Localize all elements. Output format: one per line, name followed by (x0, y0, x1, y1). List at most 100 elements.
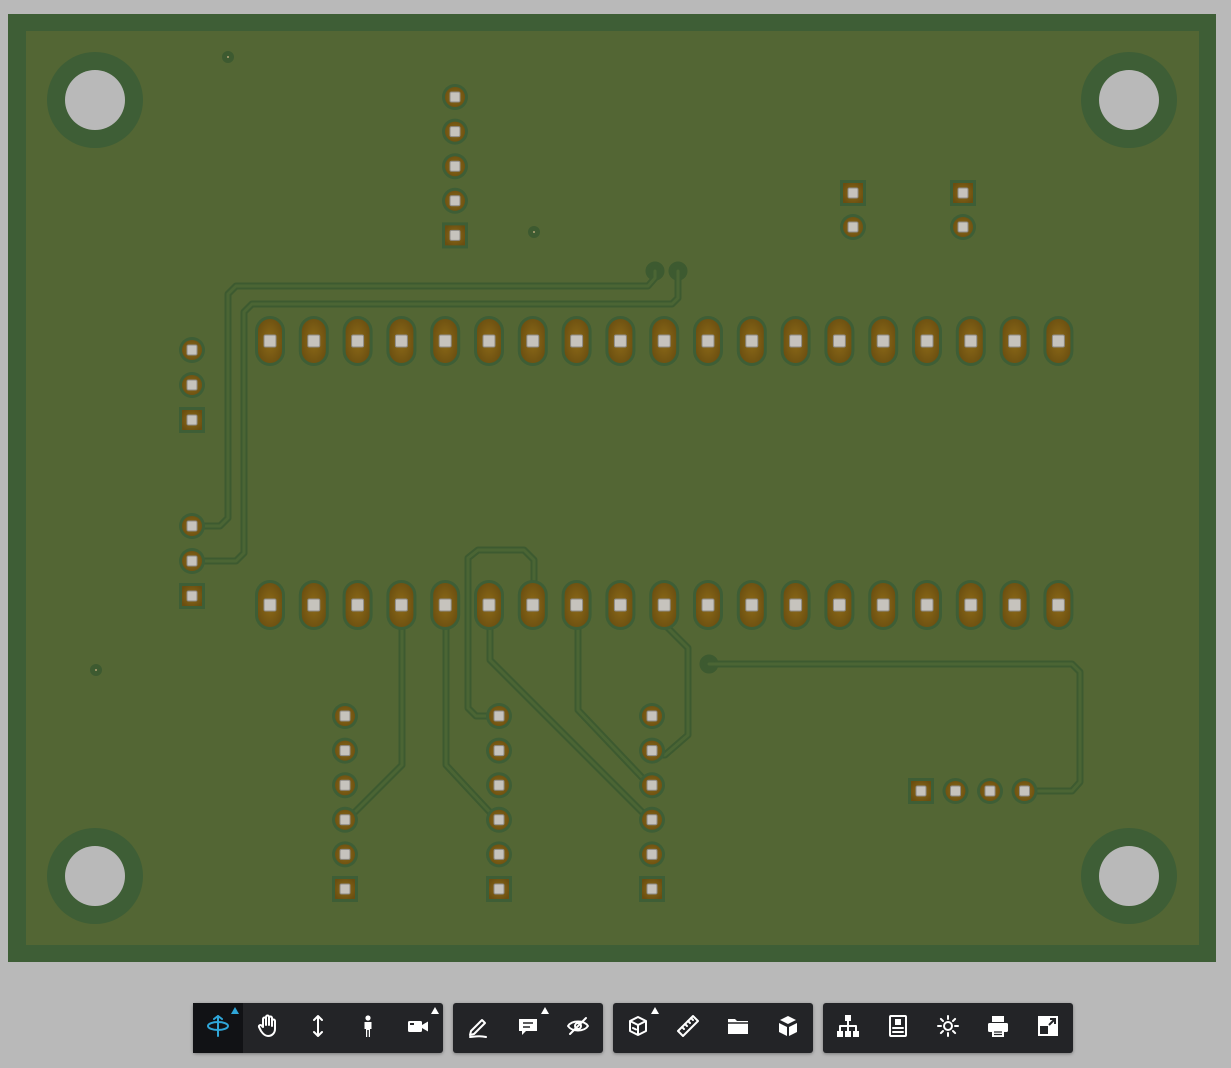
pan-hand-icon (255, 1013, 281, 1043)
pad (977, 778, 1003, 804)
hide-button[interactable] (553, 1003, 603, 1053)
folder-button[interactable] (713, 1003, 763, 1053)
first-person-button[interactable] (343, 1003, 393, 1053)
flyout-indicator-icon (431, 1007, 439, 1014)
properties-button[interactable] (873, 1003, 923, 1053)
pin-pad (912, 316, 942, 366)
pin-pad (736, 316, 767, 366)
pin-pad (561, 316, 592, 366)
pin-pad (693, 580, 723, 630)
pad (840, 214, 866, 240)
fiducial (528, 226, 540, 238)
pin-pad (430, 316, 461, 366)
video-camera-icon (405, 1013, 431, 1043)
measure-button[interactable] (663, 1003, 713, 1053)
pad (442, 187, 468, 214)
pin-pad (736, 580, 767, 630)
pan-button[interactable] (243, 1003, 293, 1053)
gear-icon (935, 1013, 961, 1043)
pin-pad (386, 316, 417, 366)
pin-pad (298, 316, 329, 366)
flyout-indicator-icon (231, 1007, 239, 1014)
copper-trace-core (466, 548, 536, 718)
print-button[interactable] (973, 1003, 1023, 1053)
comment-icon (515, 1013, 541, 1043)
pin-pad (1043, 580, 1074, 630)
pad (908, 778, 934, 804)
pin-pad (517, 316, 548, 366)
zoom-button[interactable] (293, 1003, 343, 1053)
pad (332, 841, 358, 868)
eye-hidden-icon (565, 1013, 591, 1043)
zoom-arrows-icon (305, 1013, 331, 1043)
pin-pad (824, 580, 855, 630)
pad (639, 806, 665, 833)
pin-pad (824, 316, 855, 366)
pin-pad (868, 316, 899, 366)
pad (639, 737, 665, 764)
fullscreen-button[interactable] (1023, 1003, 1073, 1053)
pin-pad (780, 316, 811, 366)
copper-trace-core (444, 603, 501, 824)
pad (179, 513, 205, 539)
pad (332, 806, 358, 833)
pin-pad (605, 580, 636, 630)
model-browser-button[interactable] (823, 1003, 873, 1053)
pad (442, 84, 468, 110)
section-button[interactable] (613, 1003, 663, 1053)
pad (486, 841, 512, 868)
viewer-toolbar (193, 1003, 1073, 1053)
pin-pad (255, 580, 285, 630)
markup-tools (453, 1003, 603, 1053)
copper-trace-core (190, 269, 680, 563)
pad (332, 772, 358, 799)
pin-pad (999, 316, 1030, 366)
pin-pad (298, 580, 329, 630)
pad (332, 876, 358, 902)
pin-pad (955, 316, 986, 366)
pin-pad (386, 580, 417, 630)
pad (950, 214, 976, 240)
pin-pad (955, 580, 986, 630)
copper-trace-core (190, 269, 657, 528)
pin-pad (561, 580, 592, 630)
pad (639, 703, 665, 729)
pin-pad (649, 580, 680, 630)
orbit-button[interactable] (193, 1003, 243, 1053)
camera-button[interactable] (393, 1003, 443, 1053)
pad (486, 772, 512, 799)
fiducial (90, 664, 102, 676)
ruler-icon (675, 1013, 701, 1043)
pad (486, 806, 512, 833)
analysis-tools (613, 1003, 813, 1053)
pad (179, 372, 205, 398)
person-icon (355, 1013, 381, 1043)
comment-button[interactable] (503, 1003, 553, 1053)
cube-explode-icon (775, 1013, 801, 1043)
orbit-icon (205, 1013, 231, 1043)
navigation-tools (193, 1003, 443, 1053)
pin-pad (255, 316, 285, 366)
pad (639, 772, 665, 799)
pad (486, 703, 512, 729)
pad (179, 548, 205, 574)
pad (442, 222, 468, 249)
pad (1011, 778, 1038, 804)
pin-pad (342, 580, 373, 630)
pin-pad (868, 580, 899, 630)
pin-pad (517, 580, 548, 630)
explode-button[interactable] (763, 1003, 813, 1053)
pad (179, 583, 205, 609)
pin-pad (430, 580, 461, 630)
copper-trace-core (576, 603, 654, 790)
pad (442, 118, 468, 145)
settings-button[interactable] (923, 1003, 973, 1053)
markup-button[interactable] (453, 1003, 503, 1053)
hierarchy-icon (835, 1013, 861, 1043)
mounting-hole (65, 846, 125, 906)
pin-pad (1043, 316, 1074, 366)
settings-tools (823, 1003, 1073, 1053)
pad (332, 737, 358, 764)
